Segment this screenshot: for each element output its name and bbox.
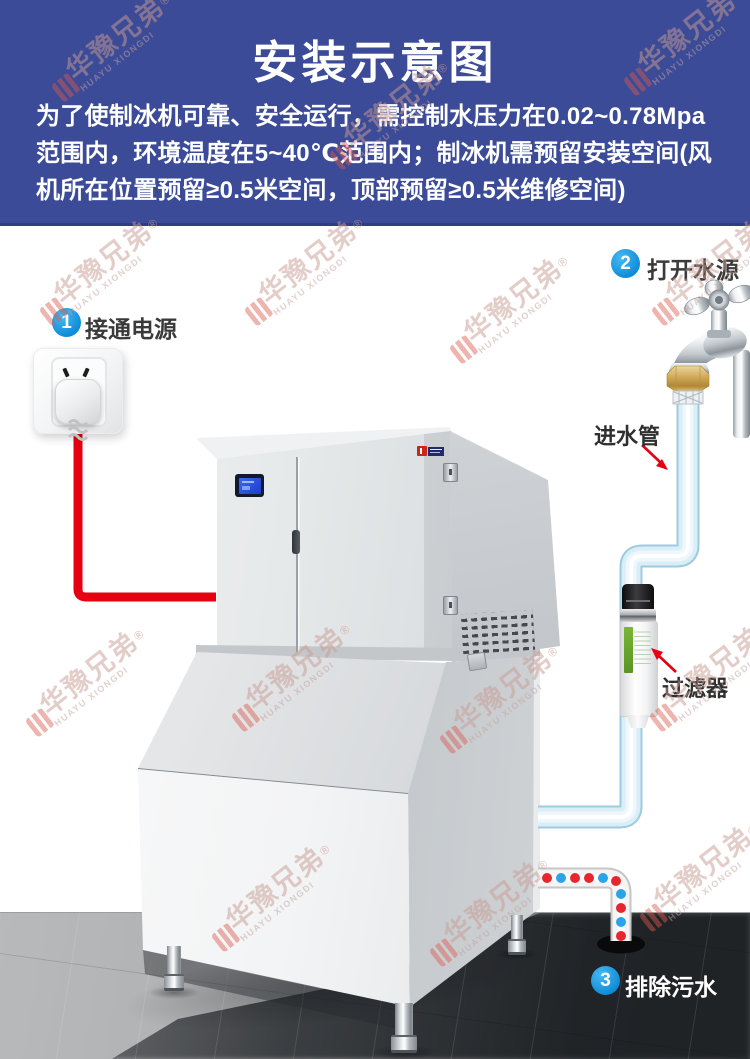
machine-leg-front-corner — [395, 1003, 413, 1037]
brand-badge — [417, 445, 445, 457]
door-hinge-top — [443, 463, 458, 482]
door-handle — [292, 530, 300, 554]
brand-logo-icon — [417, 446, 427, 456]
water-filter-body — [620, 621, 658, 717]
step-1-badge: 1 — [52, 308, 81, 337]
step-1-label: 接通电源 — [85, 316, 177, 342]
drain-dot — [542, 873, 552, 883]
drain-pipe-dots — [542, 873, 626, 941]
header-description-line: 范围内，环境温度在5~40℃范围内；制冰机需预留安装空间(风 — [36, 140, 713, 167]
drain-dot — [616, 931, 626, 941]
drain-dot — [616, 889, 626, 899]
step-2-badge: 2 — [611, 249, 640, 278]
header-description-line: 机所在位置预留≥0.5米空间，顶部预留≥0.5米维修空间) — [36, 177, 626, 204]
drain-dot — [611, 876, 621, 886]
leg-shadow — [148, 986, 200, 999]
machine-foot-back-right — [508, 939, 526, 955]
drain-dot — [616, 903, 626, 913]
faucet-handle — [684, 279, 750, 316]
step-2-label: 打开水源 — [647, 257, 739, 283]
drain-hole — [597, 934, 645, 954]
filter-label-sticker — [624, 627, 633, 673]
header-description-line: 为了使制冰机可靠、安全运行，需控制水压力在0.02~0.78Mpa — [36, 103, 706, 130]
brass-connector — [666, 365, 710, 392]
faucet-wall-pipe — [733, 350, 750, 438]
machine-foot-front-corner — [391, 1035, 417, 1053]
filter-label-text-lines — [634, 630, 651, 664]
filter-ring — [620, 609, 656, 622]
door-seam — [296, 457, 298, 652]
drain-dot — [570, 873, 580, 883]
plug-cord-coil — [67, 419, 89, 441]
machine-leg-front-left — [167, 946, 181, 976]
faucet-collar — [707, 330, 731, 338]
machine-foot-front-left — [164, 974, 184, 991]
machine-leg-back-right — [511, 915, 523, 941]
pipe-connector — [672, 390, 704, 405]
inlet-pipe — [538, 396, 700, 829]
inlet-pipe-label: 进水管 — [594, 424, 661, 449]
lcd-screen — [238, 477, 261, 494]
drain-dot — [556, 873, 566, 883]
filter-cap — [622, 584, 654, 610]
lcd-display — [235, 474, 264, 497]
header-banner: 安装示意图 为了使制冰机可靠、安全运行，需控制水压力在0.02~0.78Mpa … — [0, 0, 750, 226]
filter-arrow — [651, 648, 677, 673]
brand-wordmark — [428, 447, 444, 456]
step-3-badge: 3 — [591, 966, 620, 995]
drain-dot — [584, 873, 594, 883]
brass-facets — [675, 366, 701, 391]
faucet-illustration — [666, 279, 750, 438]
water-filter-outlet — [626, 715, 650, 728]
drain-dot — [598, 873, 608, 883]
door-hinge-bottom — [443, 596, 458, 615]
power-outlet — [33, 348, 123, 441]
page-title: 安装示意图 — [252, 37, 498, 88]
inlet-pipe-arrow — [641, 444, 668, 470]
filter-label: 过滤器 — [662, 676, 729, 701]
drain-dot — [616, 917, 626, 927]
power-cord-path — [73, 434, 216, 602]
step-3-label: 排除污水 — [625, 974, 717, 1000]
